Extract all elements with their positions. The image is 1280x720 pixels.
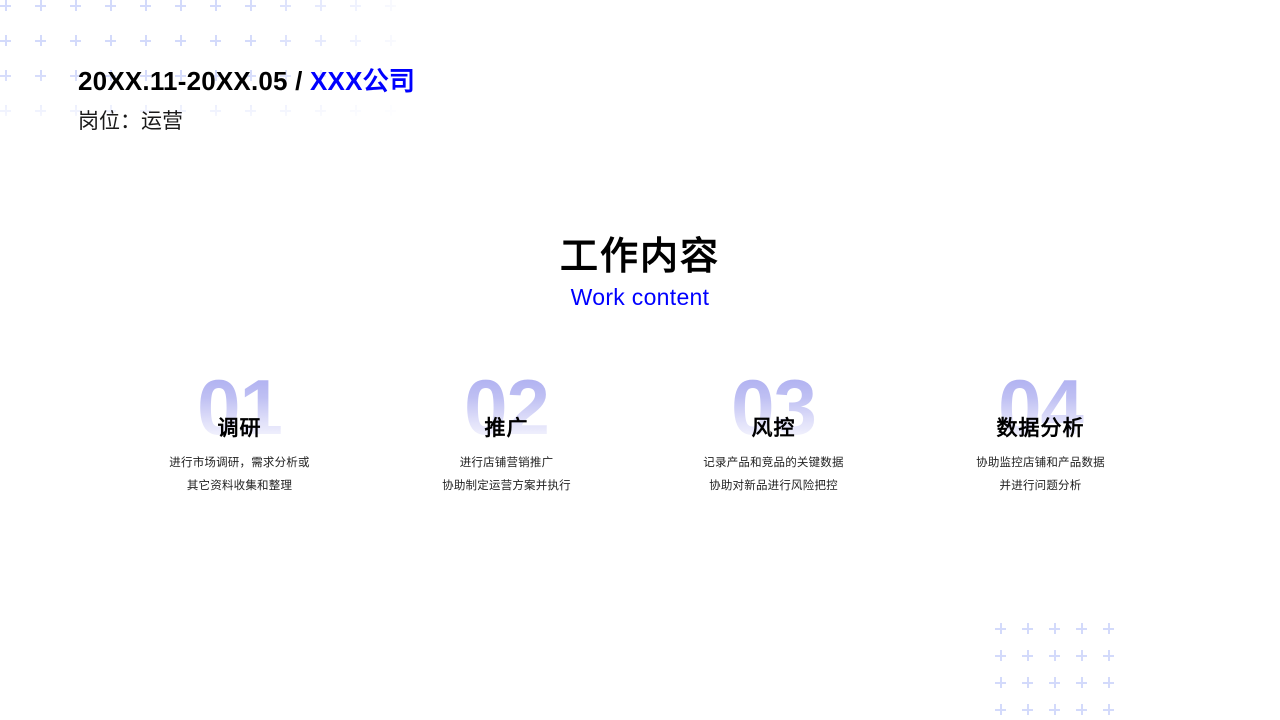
plus-icon xyxy=(995,623,1006,634)
column-description-line: 协助对新品进行风险把控 xyxy=(709,479,838,492)
plus-icon xyxy=(350,35,361,46)
period-text: 20XX.11-20XX.05 / xyxy=(78,66,310,96)
plus-icon xyxy=(280,35,291,46)
plus-icon xyxy=(280,0,291,11)
plus-icon xyxy=(140,0,151,11)
plus-icon xyxy=(105,35,116,46)
plus-icon xyxy=(0,0,11,11)
plus-icon xyxy=(245,0,256,11)
column-number: 04 xyxy=(907,368,1174,446)
content-column-01: 01 调研 进行市场调研，需求分析或 其它资料收集和整理 xyxy=(106,368,373,497)
plus-icon xyxy=(1049,677,1060,688)
header-block: 20XX.11-20XX.05 / XXX公司 岗位：运营 xyxy=(78,66,415,135)
plus-icon xyxy=(0,35,11,46)
plus-icon xyxy=(35,0,46,11)
section-title-en: Work content xyxy=(570,283,710,310)
plus-icon xyxy=(1076,650,1087,661)
plus-icon xyxy=(0,105,11,116)
plus-icon xyxy=(385,0,396,11)
company-name: XXX公司 xyxy=(310,66,416,96)
plus-icon xyxy=(0,70,11,81)
plus-icon xyxy=(35,70,46,81)
column-description-line: 进行店铺营销推广 xyxy=(459,457,554,470)
column-description-line: 其它资料收集和整理 xyxy=(186,479,293,492)
column-title: 调研 xyxy=(217,417,262,440)
content-column-02: 02 推广 进行店铺营销推广 协助制定运营方案并执行 xyxy=(373,368,640,497)
plus-icon xyxy=(995,704,1006,715)
column-number: 02 xyxy=(373,368,640,446)
plus-icon xyxy=(105,0,116,11)
plus-icon xyxy=(995,650,1006,661)
plus-icon xyxy=(1076,623,1087,634)
plus-icon xyxy=(35,105,46,116)
column-number: 01 xyxy=(106,368,373,446)
plus-icon xyxy=(1076,704,1087,715)
plus-icon xyxy=(140,35,151,46)
column-description: 进行市场调研，需求分析或 其它资料收集和整理 xyxy=(106,452,373,497)
plus-icon xyxy=(175,0,186,11)
section-title-cn: 工作内容 xyxy=(559,236,720,278)
column-description-line: 协助监控店铺和产品数据 xyxy=(976,457,1105,470)
plus-icon xyxy=(175,35,186,46)
plus-icon xyxy=(70,35,81,46)
plus-icon xyxy=(1049,623,1060,634)
plus-icon xyxy=(315,35,326,46)
plus-icon xyxy=(1076,677,1087,688)
plus-icon xyxy=(1103,704,1114,715)
plus-icon xyxy=(1049,704,1060,715)
column-description-line: 记录产品和竞品的关键数据 xyxy=(703,457,844,470)
plus-icon xyxy=(350,0,361,11)
plus-grid-icon-bottom-right xyxy=(995,623,1125,720)
plus-icon xyxy=(385,35,396,46)
column-title: 推广 xyxy=(484,417,529,440)
content-columns: 01 调研 进行市场调研，需求分析或 其它资料收集和整理 02 推广 进行店铺营… xyxy=(106,368,1174,497)
plus-icon xyxy=(1049,650,1060,661)
plus-icon xyxy=(210,35,221,46)
column-description-line: 并进行问题分析 xyxy=(999,479,1082,492)
plus-icon xyxy=(1022,650,1033,661)
column-title: 数据分析 xyxy=(996,417,1085,440)
column-description-line: 进行市场调研，需求分析或 xyxy=(169,457,310,470)
plus-icon xyxy=(995,677,1006,688)
plus-icon xyxy=(315,0,326,11)
column-description-line: 协助制定运营方案并执行 xyxy=(442,479,571,492)
plus-icon xyxy=(35,35,46,46)
column-description: 协助监控店铺和产品数据 并进行问题分析 xyxy=(907,452,1174,497)
plus-icon xyxy=(1022,677,1033,688)
content-column-03: 03 风控 记录产品和竞品的关键数据 协助对新品进行风险把控 xyxy=(640,368,907,497)
plus-icon xyxy=(1103,650,1114,661)
plus-icon xyxy=(1103,677,1114,688)
content-column-04: 04 数据分析 协助监控店铺和产品数据 并进行问题分析 xyxy=(907,368,1174,497)
plus-icon xyxy=(245,35,256,46)
column-title: 风控 xyxy=(751,417,796,440)
company-period-line: 20XX.11-20XX.05 / XXX公司 xyxy=(78,66,415,97)
plus-icon xyxy=(1022,623,1033,634)
plus-icon xyxy=(210,0,221,11)
plus-icon xyxy=(1103,623,1114,634)
column-description: 进行店铺营销推广 协助制定运营方案并执行 xyxy=(373,452,640,497)
column-description: 记录产品和竞品的关键数据 协助对新品进行风险把控 xyxy=(640,452,907,497)
plus-icon xyxy=(70,0,81,11)
column-number: 03 xyxy=(640,368,907,446)
plus-icon xyxy=(1022,704,1033,715)
section-heading: 工作内容 Work content xyxy=(0,236,1280,311)
role-text: 岗位：运营 xyxy=(78,110,183,134)
